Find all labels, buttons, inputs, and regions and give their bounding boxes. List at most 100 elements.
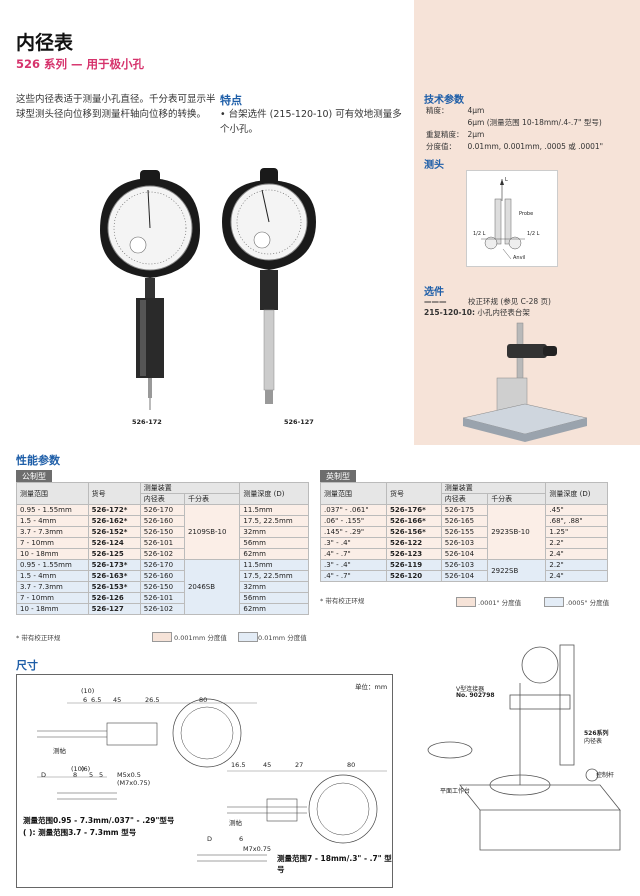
table-cell: 62mm	[239, 548, 309, 560]
table-cell: 526-104	[440, 548, 489, 560]
table-cell: 526-172*	[87, 504, 141, 516]
col-code: 货号	[386, 482, 442, 505]
legend-text-inch-b: .0005" 分度值	[566, 599, 610, 607]
legend-swatch-a	[152, 632, 172, 642]
dim-label: M7x0.75	[243, 845, 272, 853]
bore-label: 内径表	[584, 738, 603, 745]
table-cell: 526-126	[87, 592, 141, 604]
stand-drawing	[427, 644, 621, 851]
table-cell: 重复精度：	[426, 130, 464, 139]
col-indicator: 千分表	[487, 493, 547, 505]
table-cell: 小孔内径表台架	[477, 308, 530, 317]
table-cell: 0.95 - 1.55mm	[16, 504, 89, 516]
table-cell: 526-103	[440, 537, 489, 549]
dim-caption-2: 测量范围7 - 18mm/.3" - .7" 型号	[277, 854, 392, 874]
col-device: 测量装置	[139, 482, 241, 494]
table-cell: 526-160	[139, 570, 185, 582]
table-cell: ———	[424, 297, 447, 306]
dim-label: D	[207, 835, 213, 843]
table-cell: .4" - .7"	[319, 548, 388, 560]
col-depth: 测量深度 (D)	[545, 482, 608, 505]
dim-label: 80	[199, 696, 208, 704]
page-subtitle: 526 系列 — 用于极小孔	[16, 57, 145, 71]
table-cell: 11.5mm	[239, 559, 309, 571]
table-cell: 2.4"	[545, 548, 608, 560]
dimension-drawing	[37, 698, 387, 862]
table-cell: 11.5mm	[239, 504, 309, 516]
table-cell: 1.5 - 4mm	[16, 570, 89, 582]
connector-label: V型连接器	[456, 686, 485, 693]
table-cell: 526-122	[386, 537, 442, 549]
probe-half-l-right: 1/2 L	[527, 231, 540, 237]
col-depth: 测量深度 (D)	[239, 482, 309, 505]
legend-text-a: 0.001mm 分度值	[174, 634, 227, 642]
table-cell: .3" - .4"	[319, 559, 388, 571]
table-cell: 526-165	[440, 515, 489, 527]
table-cell: 2μm	[467, 130, 485, 139]
model-label-right: 526-127	[284, 418, 314, 426]
table-cell: 526-123	[386, 548, 442, 560]
probe-diagram: L Probe 1/2 L 1/2 L Anvil	[466, 170, 558, 267]
col-bore: 内径表	[440, 493, 489, 505]
probe-label: Probe	[519, 211, 534, 217]
options-list: ——— 校正环规 (参见 C-28 页) 215-120-10: 小孔内径表台架	[424, 296, 551, 318]
metric-table: 测量范围 货号 测量装置 测量深度 (D) 内径表 千分表 0.95 - 1.5…	[16, 482, 309, 615]
table-cell: 10 - 18mm	[16, 603, 89, 615]
table-cell: 526-101	[139, 537, 185, 549]
table-cell: 526-166*	[386, 515, 442, 527]
table-cell: 0.01mm, 0.001mm, .0005 或 .0001"	[467, 142, 604, 151]
table-cell: 526-170	[139, 504, 185, 516]
table-cell: 4μm	[467, 106, 485, 115]
legend-swatch-inch-b	[544, 597, 564, 607]
connector-number: No. 902798	[456, 692, 495, 699]
table-cell: 526-153*	[87, 581, 141, 593]
dim-caption-1a: 测量范围0.95 - 7.3mm/.037" - .29"型号	[23, 816, 175, 825]
dim-label: 6.5	[91, 696, 102, 704]
probe-half-l-left: 1/2 L	[473, 231, 486, 237]
table-cell: 526-160	[139, 515, 185, 527]
table-cell: 526-119	[386, 559, 442, 571]
table-cell: 526-155	[440, 526, 489, 538]
table-cell: 526-176*	[386, 504, 442, 516]
plate-label: 平面工作台	[440, 788, 471, 795]
dim-label: 26.5	[145, 696, 160, 704]
table-cell: 56mm	[239, 537, 309, 549]
table-cell: 2.2"	[545, 559, 608, 571]
table-cell: .68", .88"	[545, 515, 608, 527]
table-cell: 32mm	[239, 581, 309, 593]
table-cell: 62mm	[239, 603, 309, 615]
inch-tag: 英制型	[320, 470, 356, 483]
dim-label: (6)	[81, 765, 91, 773]
product-photos	[100, 168, 316, 410]
features-heading: 特点	[220, 94, 242, 107]
inch-table: 测量范围 货号 测量装置 测量深度 (D) 内径表 千分表 .037" - .0…	[319, 482, 608, 582]
table-cell: 526-150	[139, 581, 185, 593]
table-cell: 526-162*	[87, 515, 141, 527]
table-cell: 526-120	[386, 570, 442, 582]
anvil-label: Anvil	[513, 255, 526, 261]
table-cell: 校正环规 (参见 C-28 页)	[467, 297, 551, 306]
table-cell: 526-102	[139, 548, 185, 560]
performance-heading: 性能参数	[16, 454, 60, 467]
dim-label: M5x0.5	[117, 771, 141, 779]
table-cell: 526-125	[87, 548, 141, 560]
table-cell: 56mm	[239, 592, 309, 604]
dim-label: (10)	[81, 687, 95, 695]
table-cell: 526-104	[440, 570, 489, 582]
dim-label: D	[41, 771, 47, 779]
table-cell: .4" - .7"	[319, 570, 388, 582]
metric-tag: 公制型	[16, 470, 52, 483]
table-cell: 526-163*	[87, 570, 141, 582]
stand-photo	[462, 322, 588, 442]
table-cell: 1.5 - 4mm	[16, 515, 89, 527]
